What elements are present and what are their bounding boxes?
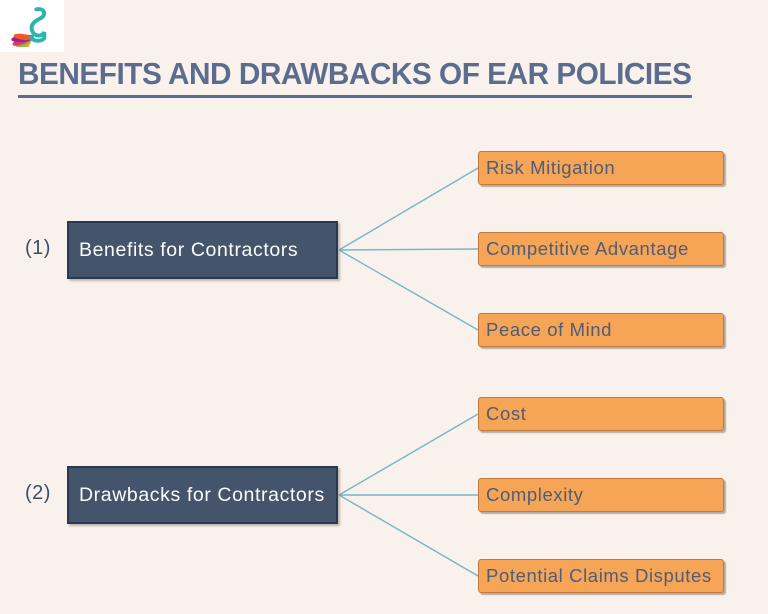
- leaf-competitive-advantage: Competitive Advantage: [478, 232, 724, 266]
- swan-logo-icon: [11, 7, 47, 47]
- leaf-risk-mitigation: Risk Mitigation: [478, 151, 724, 185]
- page-title: BENEFITS AND DRAWBACKS OF EAR POLICIES: [18, 56, 692, 98]
- node-drawbacks-for-contractors: Drawbacks for Contractors: [67, 466, 338, 524]
- logo: [0, 0, 64, 52]
- leaf-peace-of-mind: Peace of Mind: [478, 313, 724, 347]
- leaf-potential-claims-disputes: Potential Claims Disputes: [478, 559, 724, 593]
- group-index-label: (2): [25, 482, 51, 504]
- leaf-complexity: Complexity: [478, 478, 724, 512]
- node-benefits-for-contractors: Benefits for Contractors: [67, 221, 338, 279]
- group-index-label: (1): [25, 237, 51, 259]
- leaf-cost: Cost: [478, 397, 724, 431]
